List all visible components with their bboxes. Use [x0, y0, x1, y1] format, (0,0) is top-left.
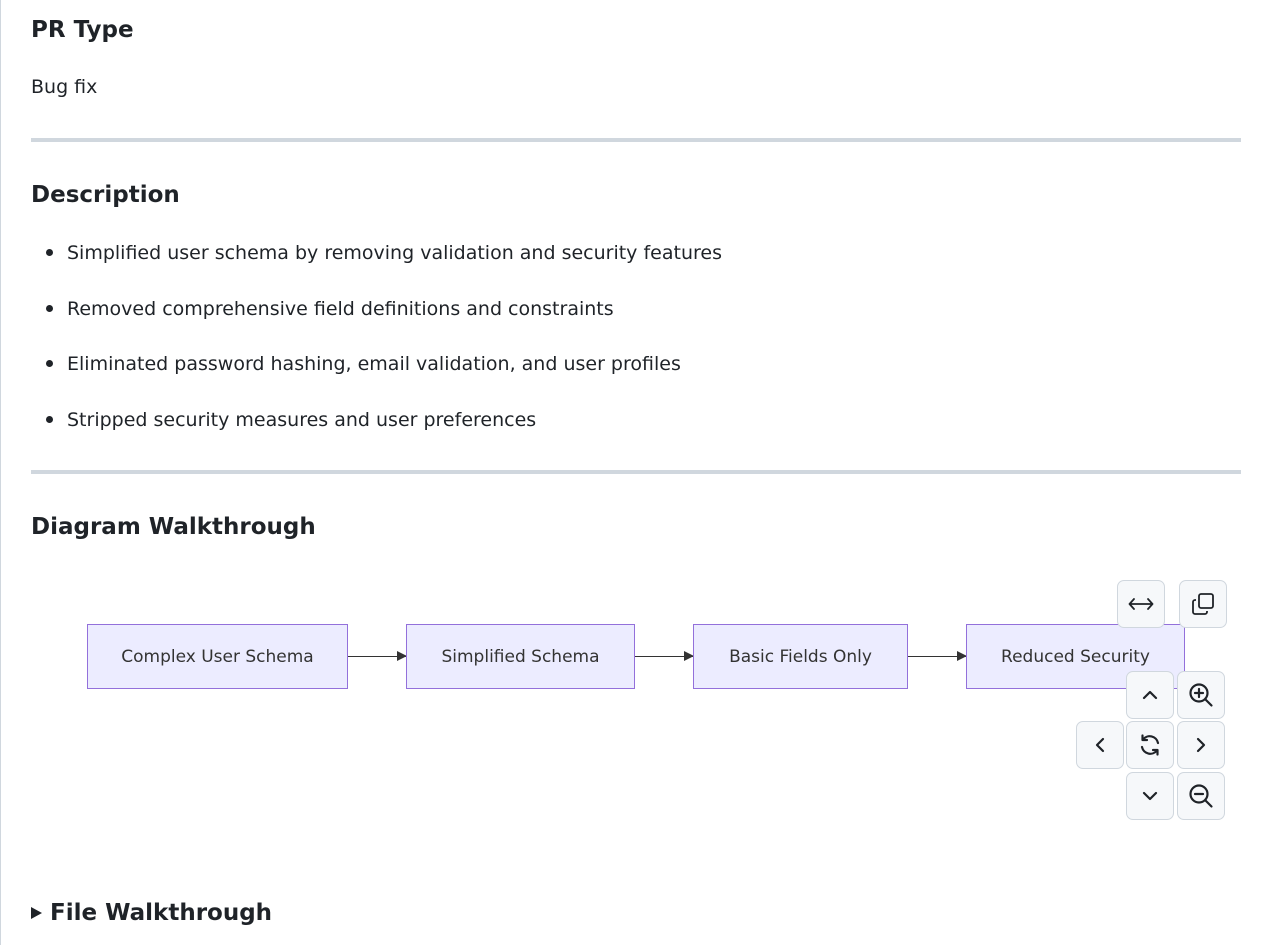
diagram-edge — [908, 651, 967, 661]
reset-icon — [1140, 734, 1160, 756]
copy-button[interactable] — [1179, 580, 1227, 628]
diagram-edge — [635, 651, 694, 661]
file-walkthrough-toggle[interactable]: File Walkthrough — [31, 900, 272, 926]
reset-view-button[interactable] — [1126, 721, 1174, 769]
list-item: Stripped security measures and user pref… — [31, 405, 722, 461]
description-heading: Description — [31, 182, 180, 208]
diagram-heading: Diagram Walkthrough — [31, 514, 316, 540]
list-item: Eliminated password hashing, email valid… — [31, 349, 722, 405]
chevron-right-icon — [1196, 737, 1206, 753]
divider — [31, 470, 1241, 474]
pan-right-button[interactable] — [1177, 721, 1225, 769]
pan-up-button[interactable] — [1126, 671, 1174, 719]
pr-type-value: Bug fix — [31, 76, 98, 98]
fit-width-icon — [1128, 598, 1154, 610]
chevron-down-icon — [1142, 791, 1158, 801]
diagram-node-simplified-schema: Simplified Schema — [406, 624, 635, 689]
pan-down-button[interactable] — [1126, 772, 1174, 820]
chevron-left-icon — [1095, 737, 1105, 753]
divider — [31, 138, 1241, 142]
pan-left-button[interactable] — [1076, 721, 1124, 769]
zoom-in-icon — [1189, 683, 1213, 707]
list-item: Simplified user schema by removing valid… — [31, 238, 722, 294]
zoom-out-button[interactable] — [1177, 772, 1225, 820]
description-list: Simplified user schema by removing valid… — [31, 238, 722, 460]
mermaid-diagram[interactable]: Complex User Schema Simplified Schema Ba… — [87, 624, 1187, 694]
zoom-out-icon — [1189, 784, 1213, 808]
diagram-node-complex-user-schema: Complex User Schema — [87, 624, 348, 689]
diagram-edge — [348, 651, 407, 661]
fit-width-button[interactable] — [1117, 580, 1165, 628]
copy-icon — [1192, 593, 1214, 615]
list-item: Removed comprehensive field definitions … — [31, 294, 722, 350]
file-walkthrough-heading: File Walkthrough — [50, 900, 273, 926]
diagram-node-basic-fields-only: Basic Fields Only — [693, 624, 908, 689]
pr-type-heading: PR Type — [31, 17, 134, 43]
disclosure-triangle-icon — [31, 907, 42, 919]
chevron-up-icon — [1142, 690, 1158, 700]
zoom-in-button[interactable] — [1177, 671, 1225, 719]
